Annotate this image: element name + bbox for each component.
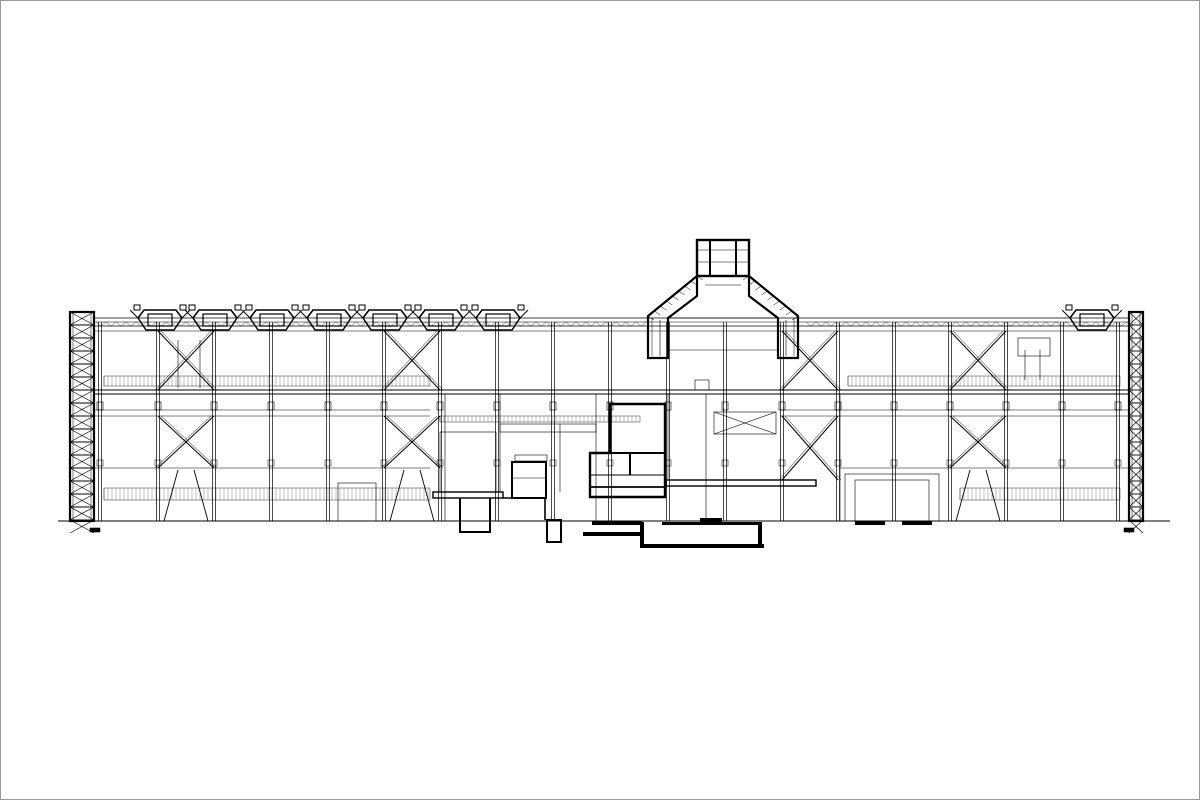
knee-brace [955,469,1001,522]
roof-ventilator [184,304,246,331]
bracing-bay [946,330,1010,391]
roof-ventilator [354,304,416,331]
column [721,322,729,521]
column [493,322,501,521]
column [890,322,898,521]
column [267,322,275,521]
bracing-bay [778,330,842,391]
column-footings [89,527,1135,533]
column [1002,322,1010,521]
bracing-bay [154,330,218,391]
column [96,322,104,521]
column [324,322,332,521]
knee-brace [163,469,209,522]
column [380,322,388,521]
bracing-bay [380,330,444,391]
roof-ventilators [129,304,1123,331]
cross-bracing [154,330,1010,522]
column [210,322,218,521]
central-core [432,402,667,543]
roof-ventilator [410,304,472,331]
knee-brace [389,469,435,522]
roof-ventilator [1061,304,1123,331]
column [549,322,557,521]
structural-columns [96,322,1122,521]
right-lattice-tower [1127,310,1145,534]
roof-ventilator [467,304,529,331]
column [946,322,954,521]
bracing-bay [778,415,842,481]
left-lattice-tower [68,310,96,534]
column [1058,322,1066,521]
roof-ventilator [241,304,303,331]
column [1114,322,1122,521]
column [834,322,842,521]
roof-ventilator [298,304,360,331]
column [154,322,162,521]
roof-structure [94,317,1137,332]
mezzanine-floor [94,375,1129,501]
interior-walls [177,340,1041,521]
column [778,322,786,521]
ground-floor-enclosures [337,337,1051,522]
bracing-bay [380,415,444,469]
central-roof-lantern [646,238,800,360]
roof-ventilator [129,304,191,331]
bracing-bay [946,415,1010,469]
bracing-bay [154,415,218,469]
basement-slabs [583,518,932,548]
